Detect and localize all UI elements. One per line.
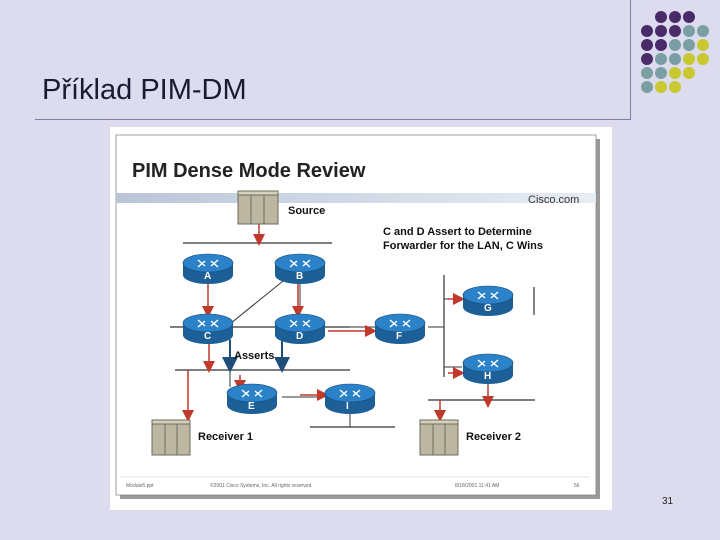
receiver1-server-icon — [151, 419, 191, 456]
cisco-brand: Cisco.com — [528, 194, 580, 206]
footer-copyright: ©2001 Cisco Systems, Inc. All rights res… — [210, 483, 313, 489]
slide-title: Příklad PIM-DM — [42, 74, 247, 106]
asserts-label: Asserts — [234, 350, 275, 362]
figure-header-band — [116, 193, 596, 203]
title-underline — [35, 119, 630, 120]
source-label: Source — [288, 205, 326, 217]
router-h-icon — [462, 353, 514, 384]
router-label-f: F — [396, 331, 403, 342]
router-label-b: B — [296, 271, 304, 282]
source-server-icon — [237, 190, 279, 225]
network-diagram — [115, 134, 600, 499]
receiver2-server-icon — [419, 419, 459, 456]
footer-date: 8/18/2001 11:41 AM — [455, 483, 500, 489]
page-number: 31 — [662, 496, 674, 507]
receiver1-label: Receiver 1 — [198, 431, 254, 443]
router-label-e: E — [248, 401, 255, 412]
router-label-h: H — [484, 371, 492, 382]
router-b-icon — [274, 253, 326, 284]
footer-filename: Module5.ppt — [126, 483, 154, 489]
assert-note-line2: Forwarder for the LAN, C Wins — [383, 240, 544, 252]
router-label-g: G — [484, 303, 492, 314]
decorative-dot-grid — [641, 11, 709, 93]
figure-title: PIM Dense Mode Review — [132, 160, 366, 182]
router-label-c: C — [204, 331, 212, 342]
router-a-icon — [182, 253, 234, 284]
pim-dm-figure: PIM Dense Mode Review Cisco.com Source C… — [110, 127, 612, 510]
assert-note-line1: C and D Assert to Determine — [383, 226, 532, 238]
router-e-icon — [226, 383, 278, 414]
receiver2-label: Receiver 2 — [466, 431, 522, 443]
router-label-d: D — [296, 331, 304, 342]
assert-note: C and D Assert to Determine Forwarder fo… — [383, 225, 543, 253]
router-label-i: I — [346, 401, 349, 412]
router-g-icon — [462, 285, 514, 316]
router-i-icon — [324, 383, 376, 414]
title-vertical-divider — [630, 0, 631, 120]
footer-page: 56 — [574, 483, 580, 489]
router-f-icon — [374, 313, 426, 344]
router-label-a: A — [204, 271, 212, 282]
router-d-icon — [274, 313, 326, 344]
router-c-icon — [182, 313, 234, 344]
